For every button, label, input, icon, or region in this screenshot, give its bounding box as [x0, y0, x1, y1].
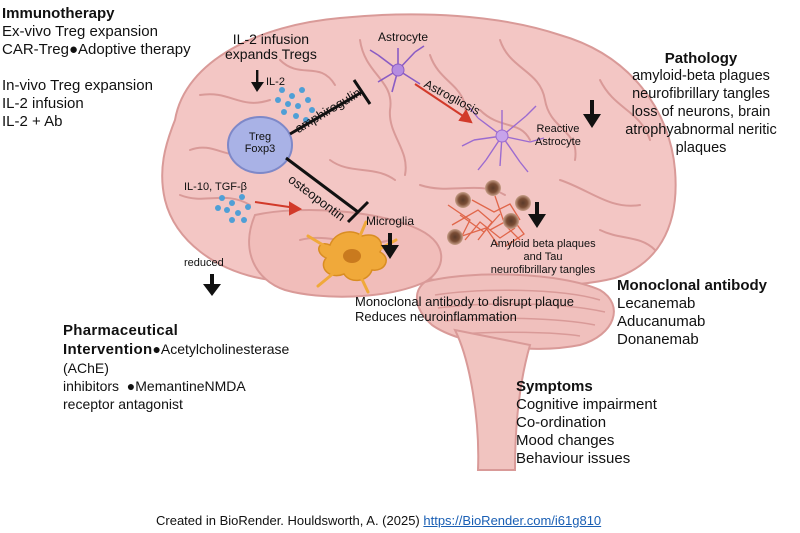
reactive-astrocyte-line2: Astrocyte	[535, 136, 581, 148]
down-arrow-microglia	[381, 233, 399, 259]
immunotherapy-line: IL-2 infusion	[2, 95, 84, 112]
treg-label: Treg Foxp3	[243, 131, 277, 155]
down-arrow-il2	[251, 70, 264, 92]
pharma-title2: Intervention	[63, 341, 153, 358]
pharma-line3: inhibitors ●MemantineNMDA	[63, 378, 246, 394]
osteopontin-arrow	[285, 156, 370, 224]
plaques-label: Amyloid beta plaques and Tau neurofibril…	[478, 238, 608, 277]
pharma-line2: (AChE)	[63, 360, 109, 376]
symptom-item: Cognitive impairment	[516, 396, 657, 413]
credit-line: Created in BioRender. Houldsworth, A. (2…	[156, 513, 601, 528]
monoclonal-item: Donanemab	[617, 331, 699, 348]
amphiregulin-arrow	[289, 79, 372, 136]
microglia-processes	[306, 220, 398, 294]
down-arrow-reduced	[203, 274, 221, 296]
il2-label: IL-2	[266, 76, 285, 88]
il2-infusion-label: IL-2 infusion expands Tregs	[225, 32, 317, 62]
il2-infusion-line1: IL-2 infusion	[232, 31, 310, 47]
astrogliosis-red-arrow	[414, 83, 473, 124]
astrocyte-label: Astrocyte	[378, 30, 429, 44]
microglia-label: Microglia	[366, 214, 415, 228]
astrocyte-body	[391, 63, 405, 77]
il2-dots	[275, 87, 315, 123]
pharma-line4: receptor antagonist	[63, 396, 183, 412]
immunotherapy-line: IL-2 + Ab	[2, 113, 63, 130]
treg-cell-shape	[227, 116, 293, 174]
monoclonal-title: Monoclonal antibody	[617, 277, 767, 294]
monoclonal-item: Aducanumab	[617, 313, 706, 330]
down-arrow-pathology	[583, 100, 601, 128]
pathology-line: amyloid-beta plagues	[632, 68, 770, 84]
monoclonal-note-line2: Reduces neuroinflammation	[355, 309, 517, 324]
pathology-line: plaques	[675, 140, 727, 156]
down-arrow-plaques	[528, 202, 546, 228]
reduced-label: reduced	[184, 257, 224, 269]
symptom-item: Mood changes	[516, 432, 615, 449]
amyloid-plaques	[447, 180, 531, 245]
monoclonal-note: Monoclonal antibody to disrupt plaque Re…	[355, 294, 574, 324]
immunotherapy-line: In-vivo Treg expansion	[2, 77, 153, 94]
pharma-title: Pharmaceutical	[63, 322, 179, 339]
brainstem-shape	[453, 328, 532, 471]
symptom-item: Co-ordination	[516, 414, 607, 431]
treg-line2: Foxp3	[244, 143, 276, 155]
reactive-astrocyte-line1: Reactive	[536, 123, 580, 135]
il2-infusion-line2: expands Tregs	[225, 46, 317, 62]
monoclonal-panel: Monoclonal antibody Lecanemab Aducanumab…	[617, 277, 767, 349]
cytokine-dots	[215, 194, 251, 223]
pharma-panel: Pharmaceutical Intervention●Acetylcholin…	[63, 322, 289, 413]
reactive-astrocyte-label: Reactive Astrocyte	[535, 123, 581, 149]
symptoms-title: Symptoms	[516, 378, 593, 395]
cytokine-red-arrow	[254, 201, 303, 216]
plaques-line3: neurofibrillary tangles	[490, 264, 596, 276]
reactive-astrocyte-body	[495, 129, 509, 143]
pharma-ache: ●Acetylcholinesterase	[152, 341, 290, 357]
biorender-link[interactable]: https://BioRender.com/i61g810	[423, 513, 602, 528]
pathology-panel: Pathology amyloid-beta plagues neurofibr…	[605, 50, 797, 157]
pathology-line: loss of neurons, brain	[631, 104, 771, 120]
plaques-line2: and Tau	[523, 251, 563, 263]
pathology-line: neurofibrillary tangles	[632, 86, 770, 102]
immunotherapy-line: CAR-Treg●Adoptive therapy	[2, 41, 191, 58]
monoclonal-note-line1: Monoclonal antibody to disrupt plaque	[355, 294, 574, 309]
immunotherapy-panel: Immunotherapy Ex-vivo Treg expansion CAR…	[2, 5, 191, 131]
pathology-line: atrophyabnormal neritic	[625, 122, 777, 138]
plaques-line1: Amyloid beta plaques	[490, 238, 596, 250]
symptoms-panel: Symptoms Cognitive impairment Co-ordinat…	[516, 378, 657, 468]
treg-line1: Treg	[248, 131, 272, 143]
microglia-nucleus	[343, 249, 361, 263]
pharma-line1: Intervention●Acetylcholinesterase	[63, 340, 289, 359]
cytokines-label: IL-10, TGF-β	[184, 181, 247, 193]
pathology-title: Pathology	[664, 50, 738, 67]
immunotherapy-line: Ex-vivo Treg expansion	[2, 23, 158, 40]
symptom-item: Behaviour issues	[516, 450, 631, 467]
credit-text: Created in BioRender. Houldsworth, A. (2…	[156, 513, 424, 528]
immunotherapy-spacer	[2, 59, 191, 77]
monoclonal-item: Lecanemab	[617, 295, 696, 312]
immunotherapy-title: Immunotherapy	[2, 5, 115, 22]
